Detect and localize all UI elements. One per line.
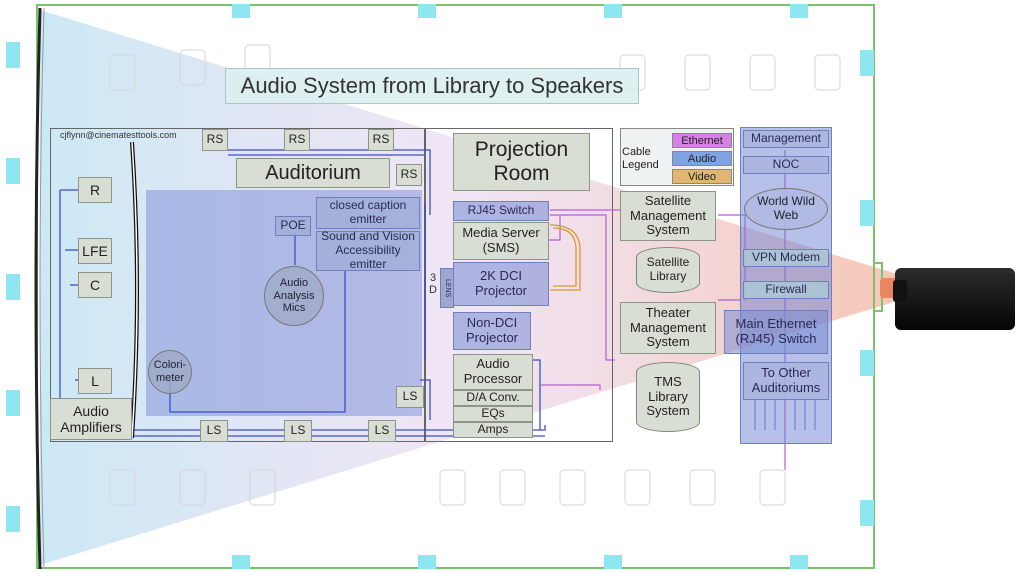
audio-processor: Audio Processor: [453, 354, 533, 390]
vpn-modem: VPN Modem: [743, 249, 829, 267]
screen: [34, 7, 45, 570]
frame-tab: [790, 555, 808, 569]
frame-tab: [6, 390, 20, 416]
frame-tab: [6, 42, 20, 68]
legend-ethernet: Ethernet: [672, 133, 732, 148]
frame-tab: [790, 4, 808, 18]
frame-tab: [860, 350, 874, 376]
rs-speaker: RS: [284, 129, 310, 151]
audio-amplifiers: Audio Amplifiers: [50, 398, 132, 440]
projector-icon: [895, 268, 1015, 330]
firewall: Firewall: [743, 281, 829, 299]
speaker-l: L: [78, 368, 112, 394]
rj45-switch: RJ45 Switch: [453, 201, 549, 221]
frame-tab: [418, 555, 436, 569]
legend-video: Video: [672, 169, 732, 184]
3d-label: 3 D: [429, 272, 437, 297]
media-server: Media Server (SMS): [453, 222, 549, 260]
screen-arc: [130, 141, 139, 439]
rs-speaker: RS: [368, 129, 394, 151]
projection-room-label: Projection Room: [453, 133, 590, 191]
satellite-library: Satellite Library: [636, 247, 700, 293]
ls-speaker: LS: [368, 420, 396, 442]
poe-injector: POE: [275, 216, 311, 236]
ls-speaker: LS: [284, 420, 312, 442]
www-cloud-icon: World Wild Web: [744, 188, 828, 230]
speaker-r: R: [78, 177, 112, 203]
frame-tab: [232, 555, 250, 569]
frame-tab: [232, 4, 250, 18]
lens-icon: LENS: [440, 268, 454, 308]
to-other-auditoriums: To Other Auditoriums: [743, 362, 829, 400]
sound-vision-emitter: Sound and Vision Accessibility emitter: [316, 229, 420, 271]
speaker-c: C: [78, 272, 112, 298]
frame-tab: [860, 500, 874, 526]
dci-projector: 2K DCI Projector: [453, 262, 549, 306]
closed-caption-emitter: closed caption emitter: [316, 197, 420, 229]
tms-library-system: TMS Library System: [636, 362, 700, 432]
eqs: EQs: [453, 406, 533, 422]
noc: NOC: [743, 156, 829, 174]
colorimeter: Colori-meter: [148, 350, 192, 394]
frame-tab: [418, 4, 436, 18]
frame-tab: [860, 50, 874, 76]
frame-tab: [860, 200, 874, 226]
frame-tab: [604, 4, 622, 18]
frame-tab: [6, 158, 20, 184]
main-ethernet-switch: Main Ethernet (RJ45) Switch: [724, 310, 828, 354]
rs-speaker: RS: [202, 129, 228, 151]
ls-speaker: LS: [200, 420, 228, 442]
audio-analysis-mics: Audio Analysis Mics: [264, 266, 324, 326]
management: Management: [743, 130, 829, 148]
auditorium-label: Auditorium: [236, 158, 390, 188]
satellite-management-system: Satellite Management System: [620, 191, 716, 241]
legend-audio: Audio: [672, 151, 732, 166]
amps: Amps: [453, 422, 533, 438]
ls-speaker: LS: [396, 386, 424, 408]
non-dci-projector: Non-DCI Projector: [453, 312, 531, 350]
theater-management-system: Theater Management System: [620, 302, 716, 354]
projector-lens-icon: [893, 280, 907, 302]
legend-title: Cable Legend: [622, 146, 659, 172]
frame-tab: [6, 506, 20, 532]
diagram-title: Audio System from Library to Speakers: [225, 68, 639, 104]
frame-tab: [604, 555, 622, 569]
speaker-lfe: LFE: [78, 238, 112, 264]
credit-text: cjflynn@cinematesttools.com: [60, 130, 177, 140]
frame-tab: [6, 274, 20, 300]
rs-speaker: RS: [396, 164, 422, 186]
da-converter: D/A Conv.: [453, 390, 533, 406]
